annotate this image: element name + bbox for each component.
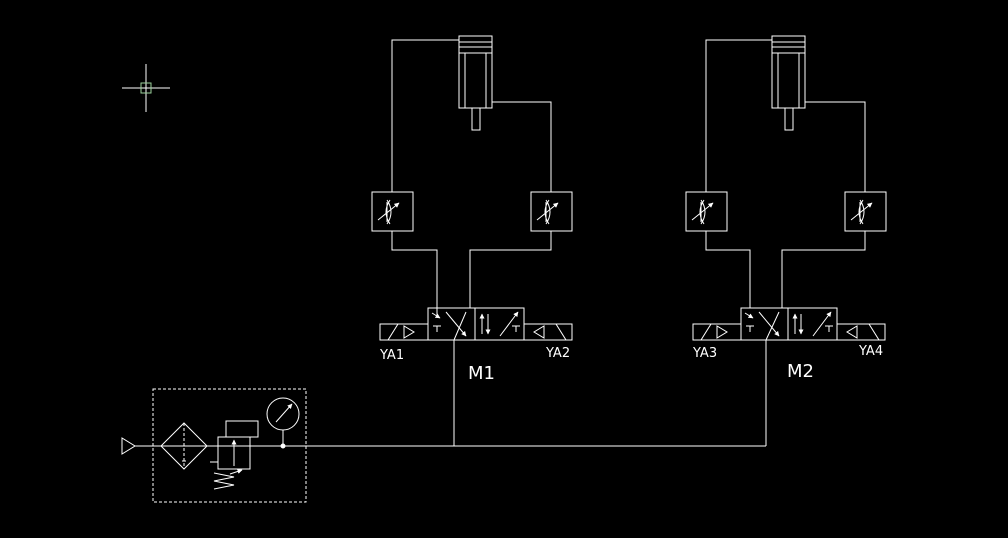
one-way-throttle-valve-icon (371, 191, 414, 232)
five-two-solenoid-valve-icon (379, 307, 573, 341)
label-m2: M2 (787, 361, 814, 382)
label-ya3: YA3 (692, 346, 717, 361)
circuit-2 (685, 35, 887, 341)
supply-line (135, 340, 767, 447)
pressure-regulator-icon (210, 420, 259, 490)
double-acting-cylinder-icon (771, 35, 806, 131)
label-m1: M1 (468, 363, 495, 384)
crosshair-cursor-icon[interactable] (122, 64, 170, 112)
label-ya2: YA2 (545, 346, 570, 361)
air-source-icon (121, 437, 136, 455)
pressure-gauge-icon (266, 397, 300, 449)
filter-icon (160, 422, 208, 470)
one-way-throttle-valve-icon (844, 191, 887, 232)
label-ya4: YA4 (858, 344, 883, 359)
frl-unit (152, 388, 307, 503)
double-acting-cylinder-icon (458, 35, 493, 131)
label-ya1: YA1 (379, 348, 404, 363)
circuit-1 (371, 35, 573, 341)
one-way-throttle-valve-icon (685, 191, 728, 232)
five-two-solenoid-valve-icon (692, 307, 886, 341)
one-way-throttle-valve-icon (530, 191, 573, 232)
